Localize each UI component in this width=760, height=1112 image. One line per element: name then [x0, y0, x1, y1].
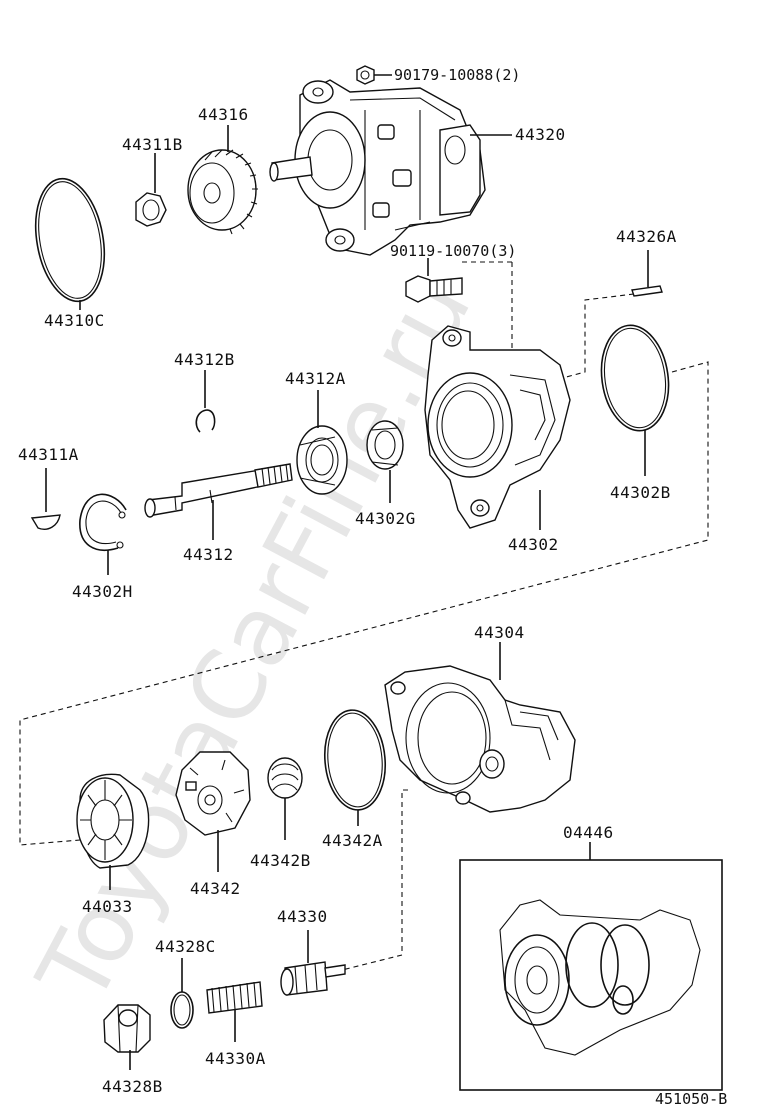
bearing-44312A[interactable] [296, 425, 348, 495]
cartridge-44033[interactable] [76, 773, 150, 869]
valve-44330[interactable] [280, 961, 346, 996]
label-44312B: 44312B [174, 350, 235, 369]
dash-44330 [341, 789, 408, 971]
circlip-44302H[interactable] [79, 493, 127, 551]
spring-44342B[interactable] [267, 757, 303, 799]
label-90179-10088: 90179-10088(2) [394, 66, 520, 84]
spring-44330A[interactable] [206, 981, 263, 1014]
nut-44311B[interactable] [135, 192, 167, 227]
housing-44302[interactable] [424, 325, 571, 529]
label-44312A: 44312A [285, 369, 346, 388]
label-44328B: 44328B [102, 1077, 163, 1096]
housing-44304[interactable] [384, 665, 576, 813]
label-44311B: 44311B [122, 135, 183, 154]
plug-44328B[interactable] [103, 1004, 151, 1053]
label-04446: 04446 [563, 823, 614, 842]
label-44304: 44304 [474, 623, 525, 642]
oring-44310C[interactable] [27, 173, 114, 307]
label-44302H: 44302H [72, 582, 133, 601]
label-44302G: 44302G [355, 509, 416, 528]
label-44328C: 44328C [155, 937, 216, 956]
rotor-44342[interactable] [175, 751, 251, 836]
label-44310C: 44310C [44, 311, 105, 330]
dash-right-frame [19, 361, 709, 846]
nut-90179-10088[interactable] [356, 65, 375, 85]
label-44312: 44312 [183, 545, 234, 564]
diagram-id: 451050-B [655, 1090, 727, 1108]
seal-44302G[interactable] [366, 420, 404, 470]
oring-44328C[interactable] [170, 991, 194, 1029]
label-44316: 44316 [198, 105, 249, 124]
label-44033: 44033 [82, 897, 133, 916]
label-44326A: 44326A [616, 227, 677, 246]
bolt-90119-10070[interactable] [405, 275, 463, 303]
shaft-44312[interactable] [144, 463, 293, 518]
label-44342B: 44342B [250, 851, 311, 870]
key-44311A[interactable] [30, 514, 61, 530]
oring-44342A[interactable] [321, 708, 389, 813]
label-90119-10070: 90119-10070(3) [390, 242, 516, 260]
label-44302: 44302 [508, 535, 559, 554]
label-44342: 44342 [190, 879, 241, 898]
gear-44316[interactable] [187, 149, 258, 235]
gasket-kit-04446[interactable] [459, 859, 723, 1091]
pin-44326A[interactable] [631, 285, 663, 297]
oring-44302B[interactable] [595, 321, 675, 435]
label-44320: 44320 [515, 125, 566, 144]
label-44311A: 44311A [18, 445, 79, 464]
label-44342A: 44342A [322, 831, 383, 850]
snapring-44312B[interactable] [195, 409, 216, 433]
label-44330: 44330 [277, 907, 328, 926]
label-44302B: 44302B [610, 483, 671, 502]
label-44330A: 44330A [205, 1049, 266, 1068]
pump-assembly-44320[interactable] [269, 79, 486, 256]
dash-44326A [554, 293, 635, 381]
